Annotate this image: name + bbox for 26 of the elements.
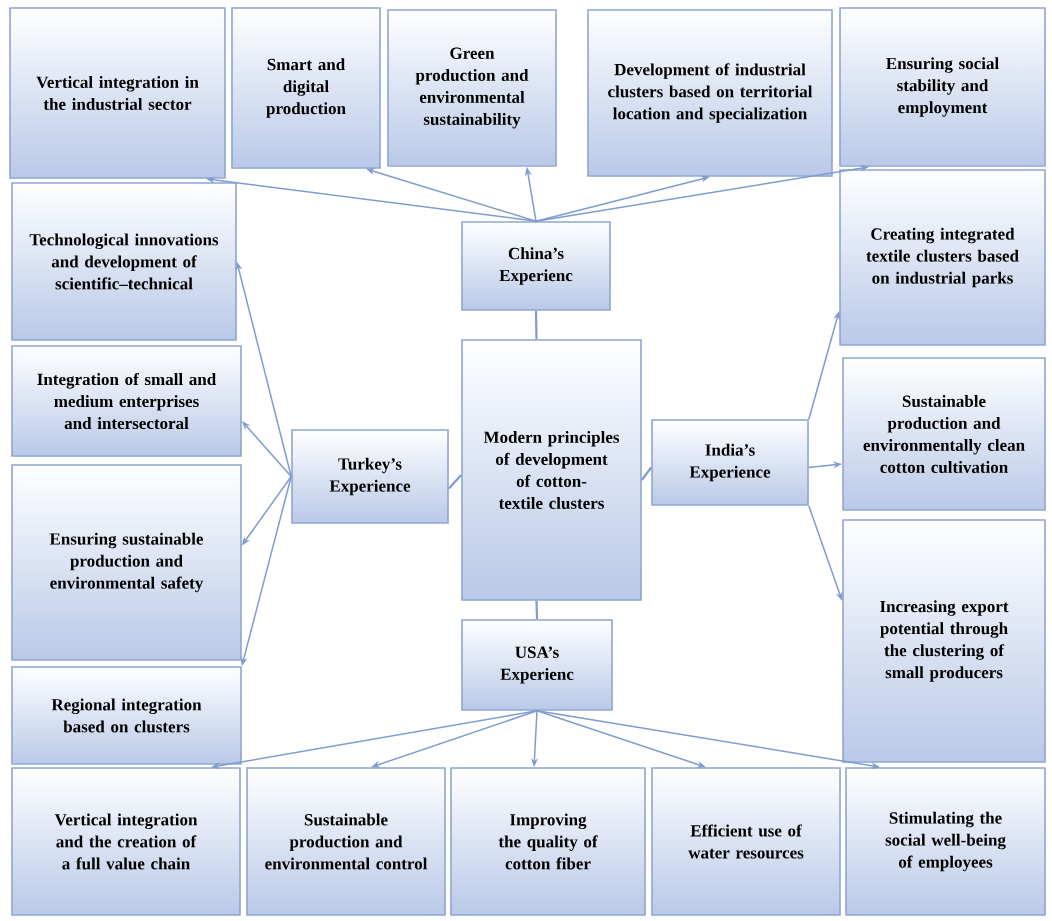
principle-box: Ensuring sustainable production and environmental safety [11, 464, 242, 661]
principle-box: Technological innovations and development of scientific–technical [11, 182, 237, 341]
principle-box: Creating integrated textile clusters based on industrial parks [839, 169, 1046, 346]
principle-box: Sustainable production and environmentally clean cotton cultivation [842, 357, 1046, 511]
principle-box: Integration of small and medium enterprises and intersectoral [11, 345, 242, 457]
principle-box: Smart and digital production [231, 7, 381, 169]
principle-box: Vertical integration in the industrial sector [9, 7, 226, 179]
connector-line [640, 466, 653, 481]
principle-box: Increasing export potential through the clustering of small producers [842, 519, 1046, 763]
connector-line [535, 600, 539, 620]
principle-box: Stimulating the social well-being of employees [845, 767, 1046, 916]
principle-box: Efficient use of water resources [651, 767, 841, 916]
principle-box: Sustainable production and environmental control [246, 767, 446, 916]
experience-box: USA’s Experienc [461, 619, 613, 711]
central-box: Modern principles of development of cotton-textile clusters [461, 339, 642, 601]
connector-line [534, 310, 538, 340]
principle-box: Ensuring social stability and employment [839, 7, 1046, 167]
principle-box: Vertical integration and the creation of a full value chain [11, 767, 241, 916]
experience-box: India’s Experience [651, 419, 809, 506]
experience-box: Turkey’s Experience [291, 429, 449, 524]
principle-box: Improving the quality of cotton fiber [450, 767, 646, 916]
principle-box: Green production and environmental sustainability [387, 9, 557, 167]
connector-line [448, 474, 463, 490]
principle-box: Regional integration based on clusters [11, 666, 242, 765]
experience-box: China’s Experienc [461, 221, 611, 311]
principle-box: Development of industrial clusters based on territorial location and specialization [587, 9, 833, 177]
